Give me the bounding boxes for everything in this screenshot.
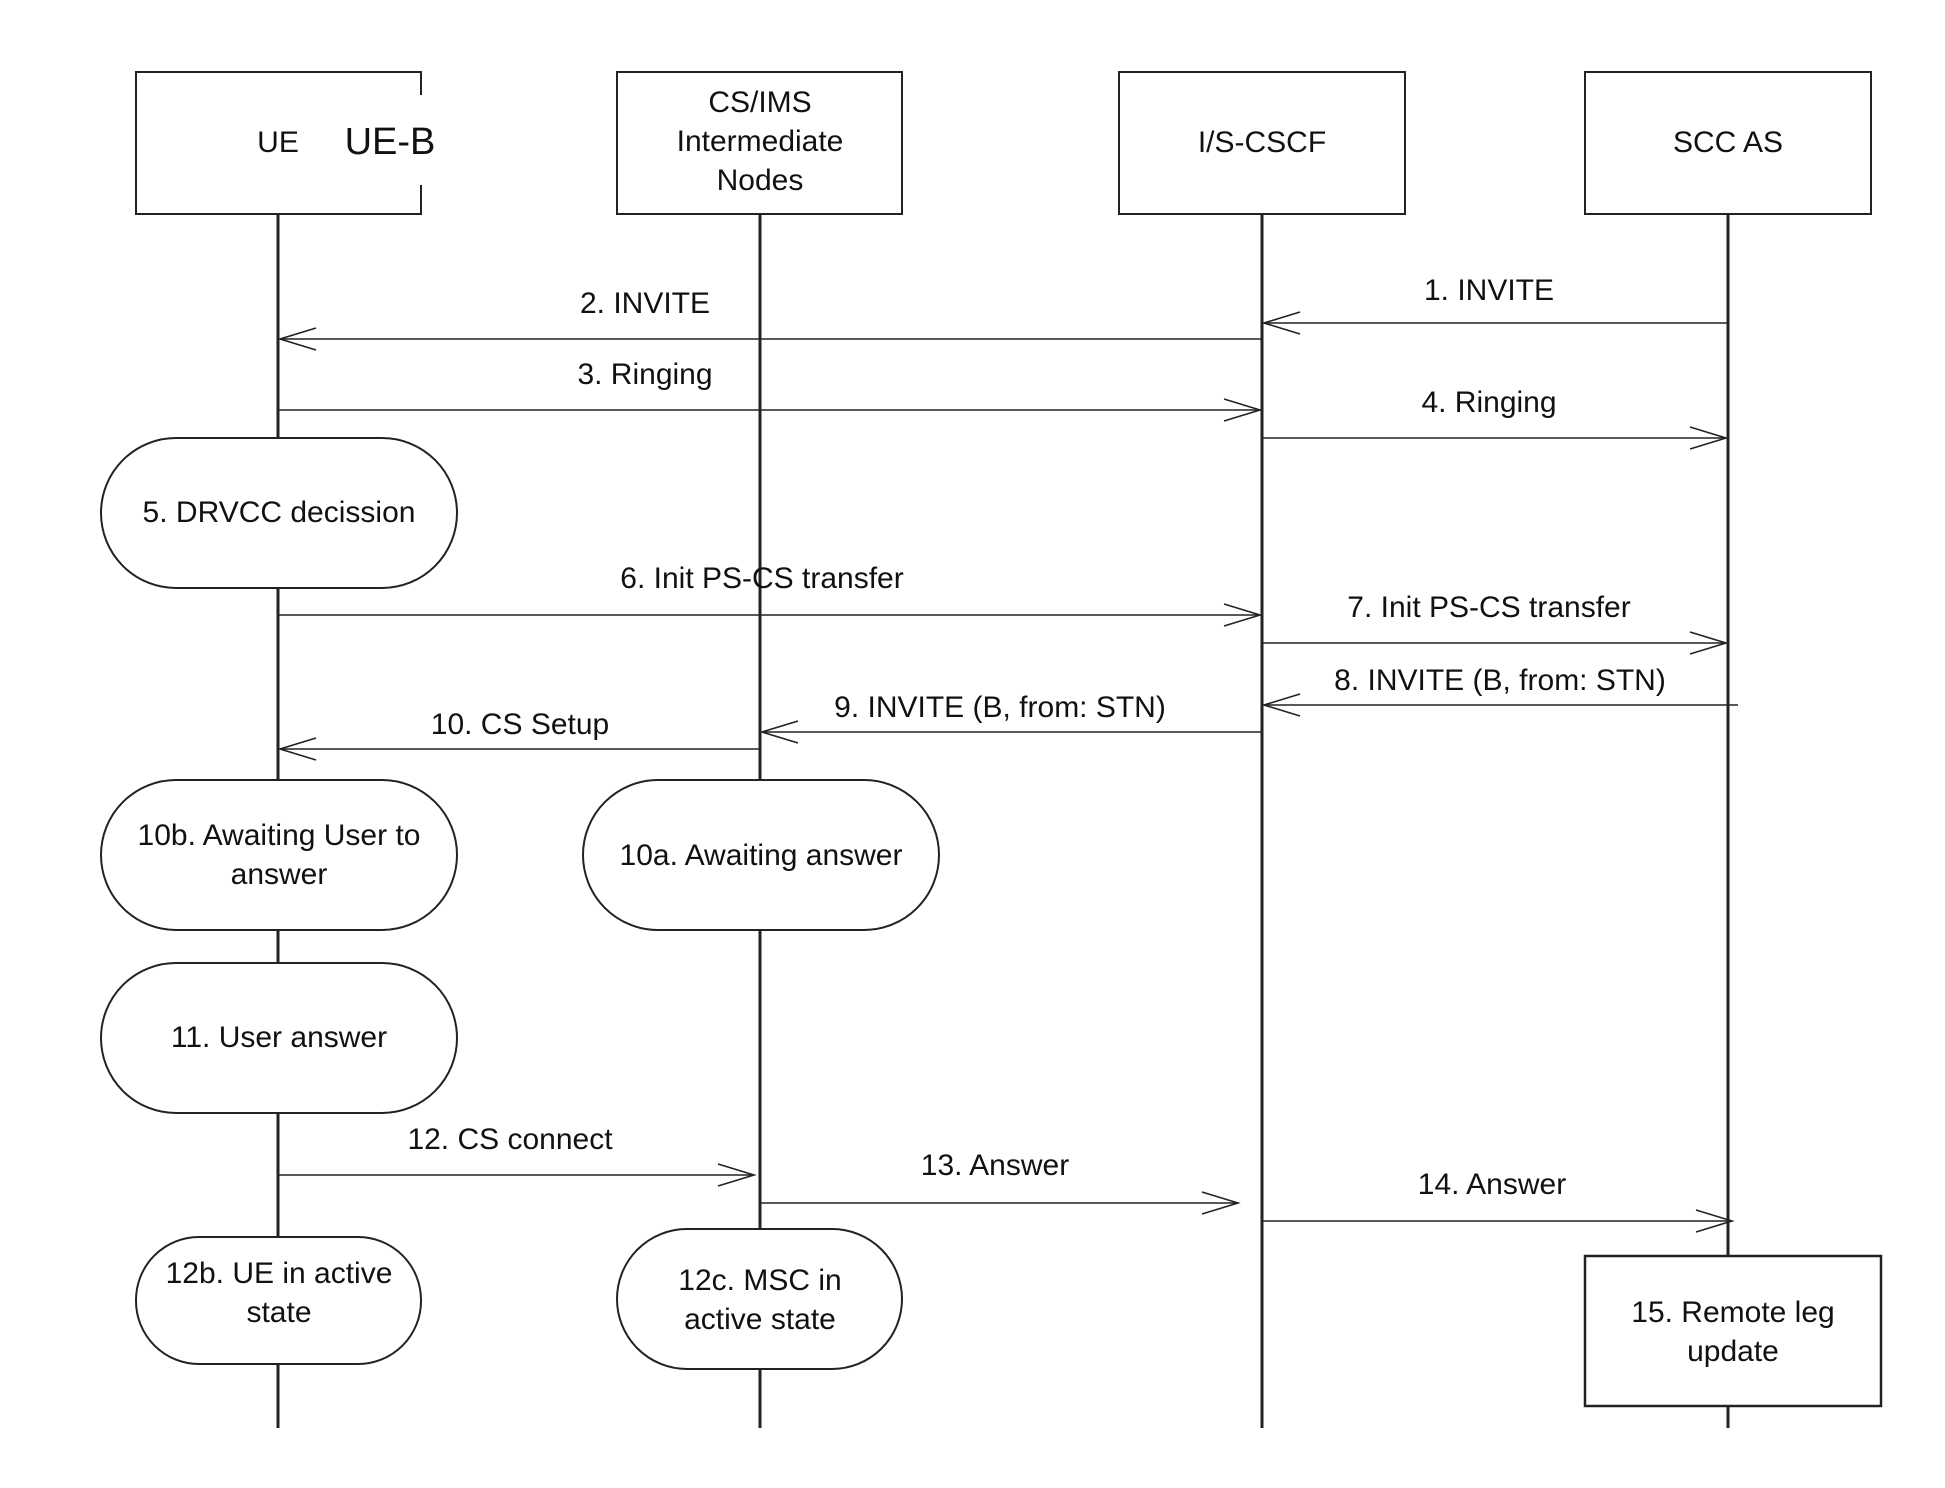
participant-nodes: CS/IMS Intermediate Nodes [617, 72, 902, 214]
message-12-label: 12. CS connect [407, 1123, 613, 1156]
message-7-label: 7. Init PS-CS transfer [1347, 591, 1630, 624]
message-2-label: 2. INVITE [580, 287, 710, 320]
participant-ue: UE UE-B [136, 72, 448, 214]
message-3-label: 3. Ringing [577, 358, 712, 391]
message-4-label: 4. Ringing [1421, 386, 1556, 419]
message-6-label: 6. Init PS-CS transfer [620, 562, 903, 595]
message-9-label: 9. INVITE (B, from: STN) [834, 691, 1166, 724]
message-13-label: 13. Answer [921, 1149, 1069, 1182]
participant-scc-label: SCC AS [1673, 126, 1783, 159]
state-12b-ue-active: 12b. UE in active state [136, 1237, 421, 1364]
message-8-invite: 8. INVITE (B, from: STN) [1264, 664, 1738, 716]
state-12b-line2: state [246, 1296, 311, 1329]
state-10b-line1: 10b. Awaiting User to [138, 819, 421, 852]
state-15-line1: 15. Remote leg [1631, 1296, 1834, 1329]
participant-nodes-line2: Intermediate [677, 125, 844, 158]
participant-nodes-line1: CS/IMS [708, 86, 811, 119]
message-3-ringing: 3. Ringing [278, 358, 1260, 421]
message-12-cs-connect: 12. CS connect [278, 1123, 754, 1186]
participant-cscf-label: I/S-CSCF [1198, 126, 1326, 159]
participant-nodes-line3: Nodes [717, 164, 804, 197]
participant-cscf: I/S-CSCF [1119, 72, 1405, 214]
state-11-user-answer: 11. User answer [101, 963, 457, 1113]
state-10a-line1: 10a. Awaiting answer [620, 839, 903, 872]
message-4-ringing: 4. Ringing [1262, 386, 1726, 449]
participant-ue-label: UE [257, 126, 299, 159]
state-12c-line2: active state [684, 1303, 836, 1336]
state-5-line1: 5. DRVCC decission [143, 496, 416, 529]
message-14-answer: 14. Answer [1262, 1168, 1732, 1232]
message-10-cs-setup: 10. CS Setup [280, 708, 760, 760]
participant-scc: SCC AS [1585, 72, 1871, 214]
state-12b-line1: 12b. UE in active [166, 1257, 393, 1290]
state-15-remote-leg-update: 15. Remote leg update [1585, 1256, 1881, 1406]
message-1-invite: 1. INVITE [1264, 274, 1728, 334]
state-10a-awaiting-answer: 10a. Awaiting answer [583, 780, 939, 930]
state-12c-msc-active: 12c. MSC in active state [617, 1229, 902, 1369]
message-8-label: 8. INVITE (B, from: STN) [1334, 664, 1666, 697]
message-10-label: 10. CS Setup [431, 708, 609, 741]
state-10b-line2: answer [231, 858, 328, 891]
state-11-line1: 11. User answer [171, 1021, 387, 1054]
state-5-drvcc-decision: 5. DRVCC decission [101, 438, 457, 588]
message-14-label: 14. Answer [1418, 1168, 1566, 1201]
message-13-answer: 13. Answer [760, 1149, 1238, 1214]
message-1-label: 1. INVITE [1424, 274, 1554, 307]
state-12c-line1: 12c. MSC in [678, 1264, 841, 1297]
state-10b-awaiting-user: 10b. Awaiting User to answer [101, 780, 457, 930]
message-9-invite: 9. INVITE (B, from: STN) [762, 691, 1262, 743]
state-15-line2: update [1687, 1335, 1779, 1368]
participant-ue-extra-label: UE-B [345, 121, 436, 163]
message-7-init-transfer: 7. Init PS-CS transfer [1262, 591, 1726, 654]
message-2-invite: 2. INVITE [280, 287, 1262, 350]
